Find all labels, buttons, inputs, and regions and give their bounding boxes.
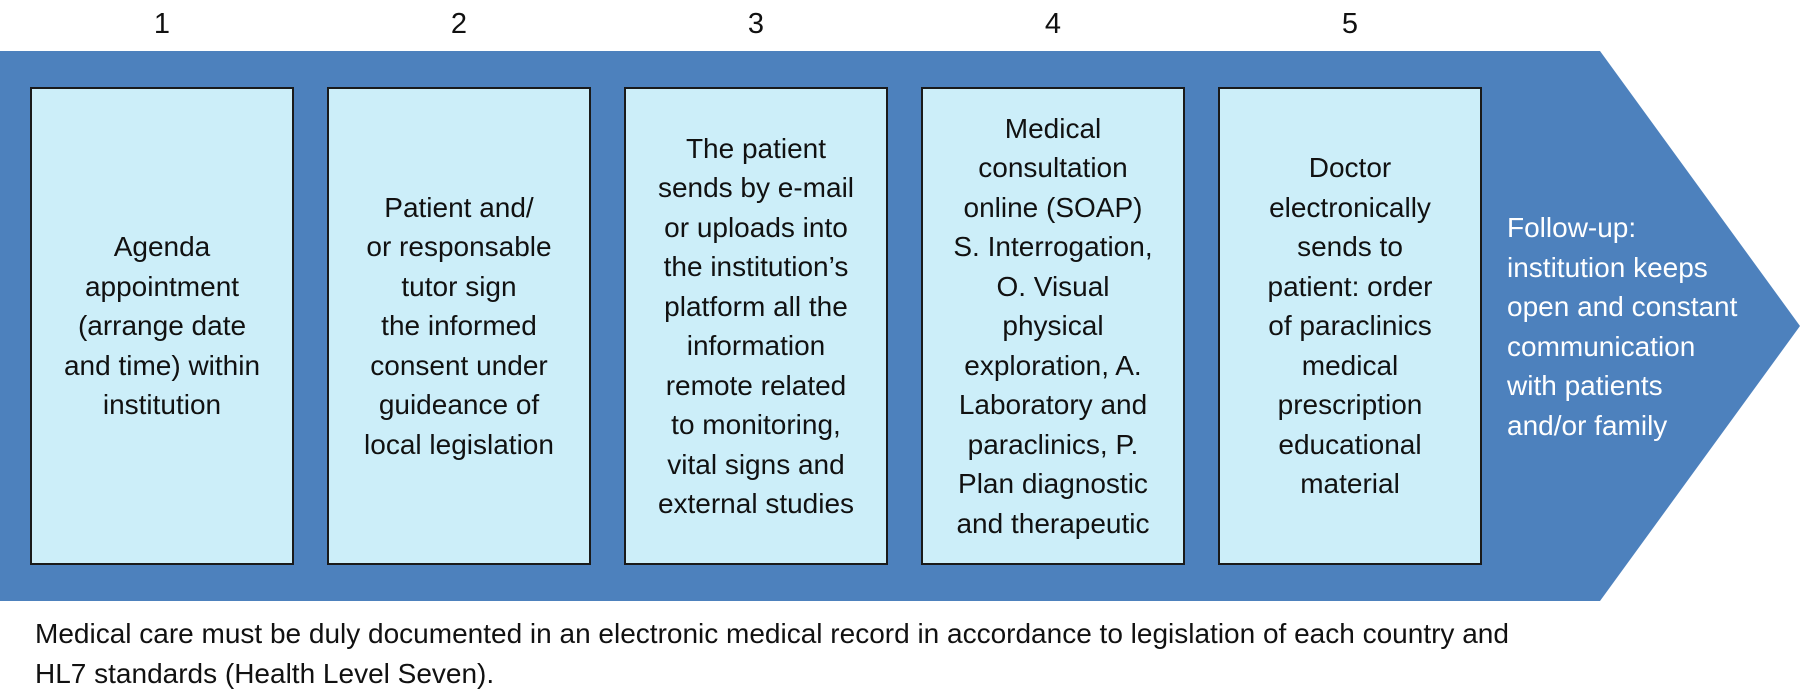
step-4-number: 4 [1044, 8, 1062, 40]
step-1-number: 1 [153, 8, 171, 40]
step-2-box: Patient and/ or responsable tutor sign t… [327, 87, 591, 565]
step-2-number: 2 [450, 8, 468, 40]
step-1-text: Agenda appointment (arrange date and tim… [63, 231, 261, 421]
step-5-number: 5 [1341, 8, 1359, 40]
footer-note: Medical care must be duly documented in … [35, 618, 1509, 689]
step-5-box: Doctor electronically sends to patient: … [1218, 87, 1482, 565]
step-4-box: Medical consultation online (SOAP) S. In… [921, 87, 1185, 565]
step-2-text: Patient and/ or responsable tutor sign t… [364, 191, 554, 460]
followup-text: Follow-up: institution keeps open and co… [1507, 212, 1738, 441]
step-3-number: 3 [747, 8, 765, 40]
step-5-text: Doctor electronically sends to patient: … [1267, 152, 1433, 500]
step-4-text: Medical consultation online (SOAP) S. In… [953, 112, 1153, 539]
step-1-box: Agenda appointment (arrange date and tim… [30, 87, 294, 565]
step-3-box: The patient sends by e-mail or uploads i… [624, 87, 888, 565]
step-3-text: The patient sends by e-mail or uploads i… [657, 132, 855, 520]
